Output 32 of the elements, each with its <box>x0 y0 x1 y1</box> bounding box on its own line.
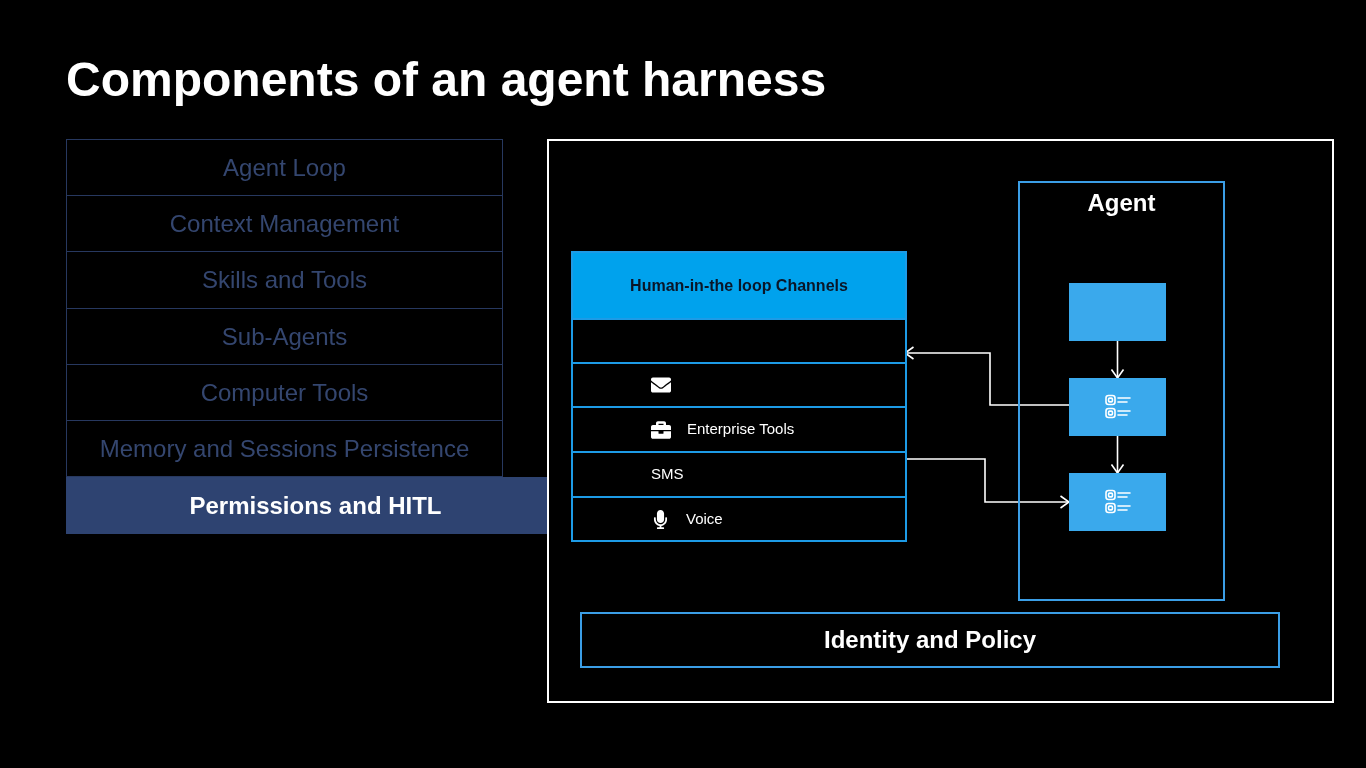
layer-label: Memory and Sessions Persistence <box>99 433 470 464</box>
layer-label: Permissions and HITL <box>189 490 442 521</box>
layer-label: Sub-Agents <box>221 321 348 352</box>
frame-box <box>547 139 1334 703</box>
channel-label: SMS <box>651 464 684 485</box>
channel-label: Enterprise Tools <box>687 419 795 440</box>
arrow <box>1110 340 1125 379</box>
agent-panel <box>1018 181 1225 601</box>
bar-label: Identity and Policy <box>823 625 1036 655</box>
stack-layer <box>66 139 503 196</box>
layer-label: Computer Tools <box>200 377 369 408</box>
stack-layer <box>66 308 503 365</box>
layer-label: Skills and Tools <box>202 265 367 295</box>
layer-label: Agent Loop <box>223 152 346 183</box>
highlighted-layer <box>66 477 547 534</box>
panel-title: Agent <box>1086 188 1157 218</box>
policy-bar <box>580 612 1280 668</box>
process-block <box>1069 283 1166 341</box>
arrow <box>904 346 1070 406</box>
page-title: Components of an agent harness <box>66 56 827 104</box>
stack-layer <box>66 364 503 421</box>
channel-label: Voice <box>686 508 723 529</box>
stack-layer <box>66 251 503 309</box>
table-header: Human-in-the loop Channels <box>573 253 905 318</box>
stack-layer <box>66 195 503 252</box>
stack-layer <box>66 420 503 477</box>
arrow <box>1110 435 1125 474</box>
channel-table <box>571 251 907 542</box>
process-block <box>1069 473 1166 531</box>
layer-label: Context Management <box>169 208 400 239</box>
arrow <box>904 458 1070 509</box>
process-block <box>1069 378 1166 436</box>
